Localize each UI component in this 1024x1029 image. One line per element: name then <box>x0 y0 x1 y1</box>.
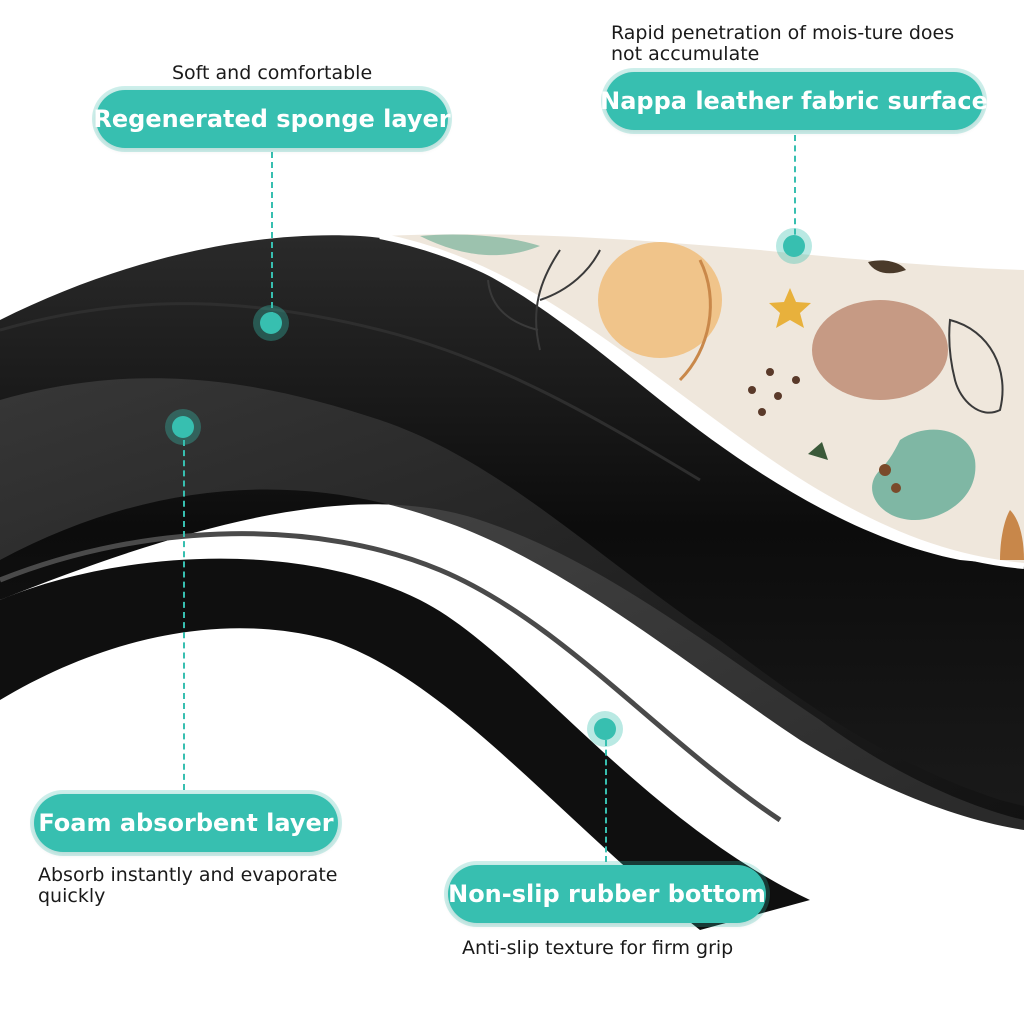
pattern-shape-mauve <box>812 300 948 400</box>
pattern-dot <box>758 408 766 416</box>
pattern-monstera-line <box>948 318 1004 414</box>
sponge-ridge <box>0 302 701 482</box>
sponge-leader-line <box>271 152 273 318</box>
foam-layer <box>0 378 1024 830</box>
pattern-shape-brown <box>1000 510 1024 560</box>
pattern-shape-orange <box>598 242 722 358</box>
pattern-dot <box>748 386 756 394</box>
pattern-leaf-line <box>487 249 601 351</box>
pattern-shape-triangle <box>808 442 828 460</box>
rubber-underside <box>0 558 810 930</box>
pattern-dot <box>891 483 901 493</box>
pattern-dot <box>879 464 891 476</box>
rubber-label: Non-slip rubber bottom <box>448 865 766 923</box>
pattern-dot <box>766 368 774 376</box>
foam-caption: Absorb instantly and evaporate quickly <box>38 864 338 907</box>
pattern-arc-line <box>678 259 712 382</box>
nappa-leader-line <box>794 135 796 245</box>
pattern-star <box>769 288 811 328</box>
rubber-marker-dot <box>594 718 616 740</box>
fabric-edge <box>379 233 1024 569</box>
sponge-caption: Soft and comfortable <box>172 62 373 84</box>
pattern-shape-dark <box>868 260 906 274</box>
pattern-shape-green <box>872 429 976 520</box>
foam-leader-line <box>183 440 185 790</box>
foam-label: Foam absorbent layer <box>34 794 338 852</box>
sponge-label: Regenerated sponge layer <box>93 90 451 148</box>
foam-marker-dot <box>172 416 194 438</box>
layer-seam <box>0 531 782 823</box>
pattern-shape-sage <box>420 234 540 256</box>
nappa-caption: Rapid penetration of mois-ture does not … <box>611 22 955 65</box>
pattern-dot <box>792 376 800 384</box>
rubber-caption: Anti-slip texture for firm grip <box>462 937 734 959</box>
rubber-leader-line <box>605 740 607 862</box>
nappa-marker-dot <box>783 235 805 257</box>
sponge-marker-dot <box>260 312 282 334</box>
nappa-label: Nappa leather fabric surface <box>600 72 988 130</box>
pattern-dot <box>774 392 782 400</box>
